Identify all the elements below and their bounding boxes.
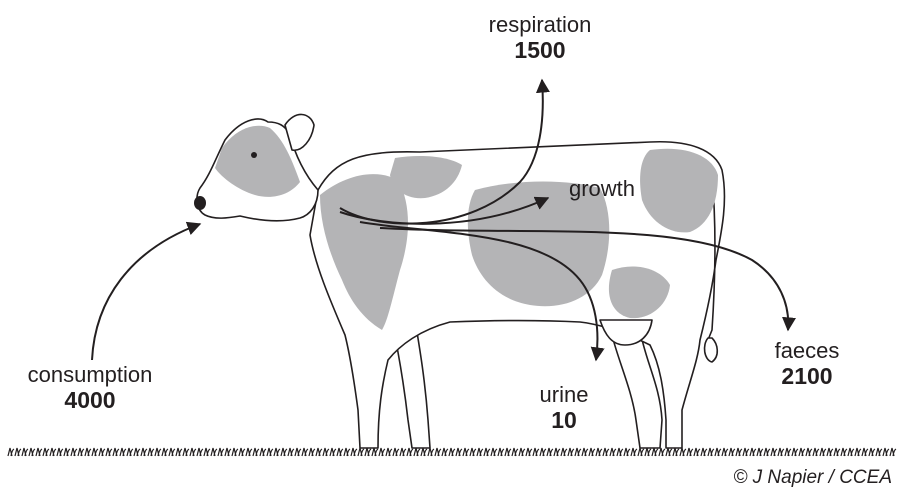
label-consumption: consumption 4000: [10, 362, 170, 414]
consumption-value: 4000: [10, 387, 170, 413]
respiration-label: respiration: [470, 12, 610, 37]
grass: [8, 448, 896, 456]
consumption-label: consumption: [10, 362, 170, 387]
label-growth: growth: [552, 176, 652, 201]
faeces-value: 2100: [752, 363, 862, 389]
growth-label: growth: [552, 176, 652, 201]
copyright-credit: © J Napier / CCEA: [733, 467, 892, 489]
cow-nose: [194, 196, 206, 210]
consumption-arrow: [92, 224, 200, 360]
respiration-value: 1500: [470, 37, 610, 63]
label-faeces: faeces 2100: [752, 338, 862, 390]
urine-value: 10: [524, 407, 604, 433]
faeces-label: faeces: [752, 338, 862, 363]
urine-label: urine: [524, 382, 604, 407]
label-urine: urine 10: [524, 382, 604, 434]
label-respiration: respiration 1500: [470, 12, 610, 64]
cow-eye: [251, 152, 257, 158]
